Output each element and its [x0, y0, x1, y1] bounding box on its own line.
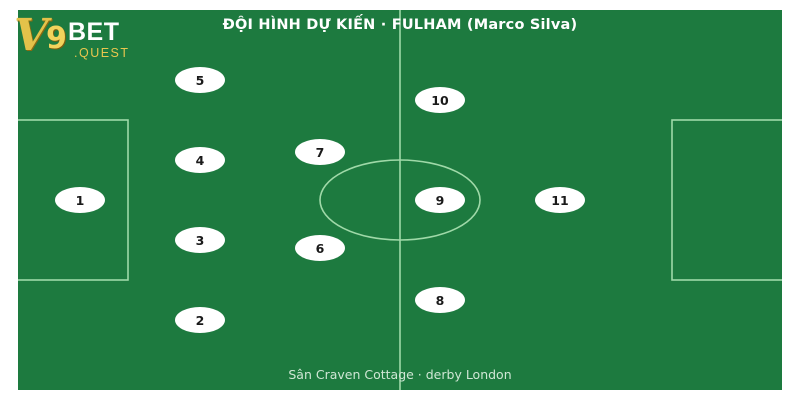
player-marker-10: 10: [415, 87, 465, 113]
player-marker-8: 8: [415, 287, 465, 313]
player-marker-3: 3: [175, 227, 225, 253]
player-marker-7: 7: [295, 139, 345, 165]
player-number: 11: [551, 192, 569, 208]
player-number: 5: [195, 72, 205, 88]
player-marker-11: 11: [535, 187, 585, 213]
player-number: 7: [315, 144, 325, 160]
player-marker-6: 6: [295, 235, 345, 261]
player-number: 9: [435, 192, 445, 208]
player-number: 8: [435, 292, 445, 308]
player-marker-5: 5: [175, 67, 225, 93]
player-number: 6: [315, 240, 325, 256]
brand-logo: V 9 BET .QUEST: [14, 8, 144, 68]
right-penalty-box: [671, 119, 782, 281]
venue-caption: Sân Craven Cottage · derby London: [288, 367, 512, 382]
player-marker-1: 1: [55, 187, 105, 213]
player-number: 1: [75, 192, 85, 208]
pitch: ĐỘI HÌNH DỰ KIẾN · FULHAM (Marco Silva) …: [18, 10, 782, 390]
player-marker-4: 4: [175, 147, 225, 173]
logo-wordmark: BET: [68, 18, 120, 46]
player-number: 2: [195, 312, 205, 328]
player-marker-9: 9: [415, 187, 465, 213]
pitch-markings: [18, 10, 782, 390]
logo-suffix: .QUEST: [74, 46, 130, 60]
center-circle: [319, 159, 481, 241]
left-penalty-box: [18, 119, 129, 281]
page-title: ĐỘI HÌNH DỰ KIẾN · FULHAM (Marco Silva): [222, 17, 578, 33]
logo-number: 9: [46, 21, 67, 56]
player-number: 10: [431, 92, 449, 108]
player-number: 3: [195, 232, 205, 248]
player-number: 4: [195, 152, 205, 168]
logo-letter: V: [14, 10, 49, 61]
player-marker-2: 2: [175, 307, 225, 333]
